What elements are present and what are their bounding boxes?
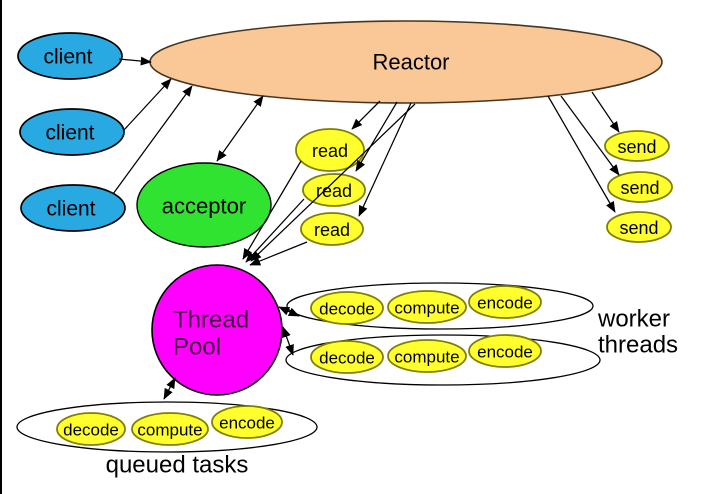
send-handler-2 bbox=[607, 171, 673, 203]
worker1-encode-label: encode bbox=[477, 294, 533, 313]
arrow-pool-queued bbox=[163, 377, 176, 400]
client-label-3: client bbox=[46, 198, 95, 221]
worker2-decode-ellipse bbox=[310, 340, 384, 374]
acceptor-ellipse bbox=[136, 162, 272, 248]
worker1-compute-label: compute bbox=[394, 299, 459, 318]
queued-compute-ellipse bbox=[131, 412, 209, 446]
queued-tasks-caption: queued tasks bbox=[106, 452, 249, 479]
queued-compute-label: compute bbox=[137, 421, 202, 440]
arrows bbox=[112, 56, 620, 400]
acceptor-label: acceptor bbox=[162, 194, 246, 219]
left-edge-border bbox=[0, 0, 2, 494]
client-ellipse-1 bbox=[17, 32, 123, 80]
node-labels: client client client Reactor acceptor re… bbox=[43, 46, 678, 479]
read-label-1: read bbox=[312, 141, 348, 161]
arrow-client2-reactor bbox=[123, 78, 172, 131]
worker-threads-caption-line2: threads bbox=[598, 332, 678, 359]
arrow-reactor-send3 bbox=[547, 95, 616, 213]
worker-threads-caption-line1: worker bbox=[597, 306, 670, 333]
arrow-reactor-send1 bbox=[591, 91, 620, 133]
arrow-read3-pool bbox=[249, 241, 308, 266]
worker1-decode-ellipse bbox=[310, 291, 384, 325]
read-handler-3 bbox=[300, 212, 364, 246]
worker-thread-row-1 bbox=[286, 282, 594, 330]
read-handler-nodes bbox=[295, 128, 366, 246]
worker1-compute-ellipse bbox=[387, 290, 467, 324]
worker2-encode-label: encode bbox=[477, 343, 533, 362]
arrow-client3-reactor bbox=[112, 85, 193, 195]
worker1-encode-ellipse bbox=[468, 285, 542, 319]
send-handler-nodes bbox=[604, 130, 673, 243]
arrow-reactor-read1 bbox=[351, 100, 381, 130]
reactor-label: Reactor bbox=[372, 50, 449, 75]
send-label-2: send bbox=[620, 178, 659, 198]
read-handler-2 bbox=[302, 173, 366, 207]
worker2-encode-ellipse bbox=[468, 334, 542, 368]
arrow-read2-pool bbox=[245, 198, 305, 263]
client-ellipse-3 bbox=[20, 184, 126, 232]
arrow-read1-pool bbox=[242, 160, 302, 260]
thread-pool-label-line1: Thread bbox=[173, 307, 249, 334]
client-nodes bbox=[17, 32, 126, 232]
arrow-pool-worker2 bbox=[282, 326, 294, 356]
arrow-pool-worker1 bbox=[278, 306, 300, 317]
thread-pool-label-line2: Pool bbox=[173, 334, 221, 361]
queued-tasks-row bbox=[16, 401, 318, 453]
queued-encode-label: encode bbox=[219, 414, 275, 433]
queued-decode-ellipse bbox=[56, 412, 126, 446]
read-label-3: read bbox=[314, 220, 350, 240]
arrow-reactor-read2 bbox=[355, 101, 398, 172]
send-label-1: send bbox=[617, 137, 656, 157]
thread-pool-circle bbox=[151, 264, 283, 396]
arrow-reactor-send2 bbox=[560, 95, 620, 176]
arrow-client1-reactor bbox=[118, 56, 152, 66]
worker-thread-row-2 bbox=[285, 334, 601, 386]
worker2-compute-label: compute bbox=[394, 348, 459, 367]
worker1-decode-label: decode bbox=[319, 300, 375, 319]
send-label-3: send bbox=[619, 218, 658, 238]
worker2-compute-ellipse bbox=[387, 339, 467, 373]
worker2-decode-label: decode bbox=[319, 349, 375, 368]
queued-encode-ellipse bbox=[211, 405, 283, 439]
arrow-reactor-acceptor bbox=[216, 95, 264, 162]
client-label-1: client bbox=[43, 46, 92, 69]
queued-decode-label: decode bbox=[63, 421, 119, 440]
send-handler-3 bbox=[606, 211, 672, 243]
arrow-reactor-pool bbox=[250, 103, 416, 262]
read-label-2: read bbox=[316, 181, 352, 201]
arrow-reactor-read3 bbox=[358, 102, 412, 217]
send-handler-1 bbox=[604, 130, 670, 162]
read-handler-1 bbox=[295, 128, 365, 172]
client-ellipse-2 bbox=[19, 108, 125, 156]
client-label-2: client bbox=[45, 122, 94, 145]
